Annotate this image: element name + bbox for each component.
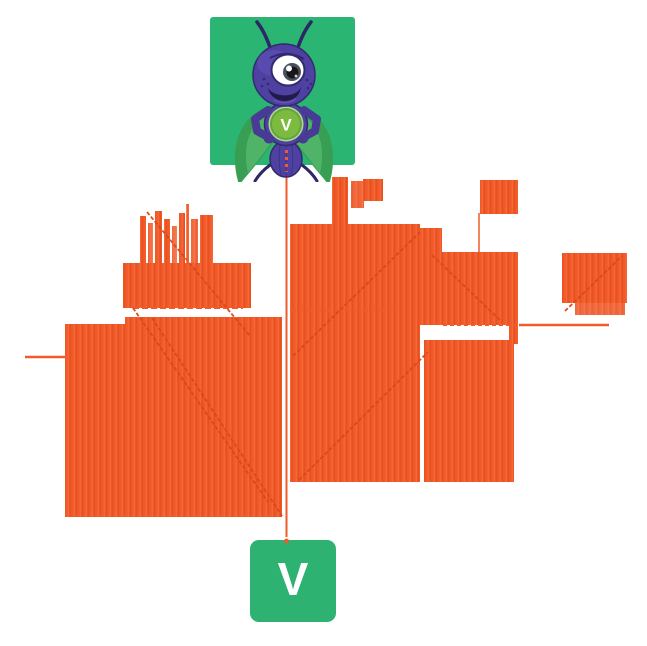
mascot-head — [252, 43, 316, 107]
mascot-logo[interactable]: V — [210, 17, 355, 182]
mascot-mouth — [268, 87, 301, 102]
glitch-diagonal — [298, 351, 429, 481]
glitch-bar — [363, 179, 383, 201]
glitch-diagonal — [431, 254, 503, 323]
badge-letter: V — [280, 116, 292, 135]
mascot-freckles — [260, 77, 313, 90]
glitch-bar — [351, 181, 364, 208]
glitch-bar — [200, 215, 213, 270]
glitch-bar — [575, 300, 625, 315]
v-tile[interactable]: V — [250, 540, 336, 622]
mascot-badge: V — [268, 106, 304, 142]
glitch-diagonal — [146, 211, 251, 337]
glitch-bar — [140, 216, 146, 266]
glitch-bar — [332, 177, 348, 224]
glitch-bar — [509, 290, 518, 344]
glitch-diagonal — [564, 255, 623, 312]
glitch-bar — [191, 219, 198, 269]
glitch-bar — [125, 317, 282, 517]
glitch-diagonal — [292, 231, 421, 357]
glitch-bar — [480, 180, 518, 214]
mascot-torso: V — [251, 101, 321, 147]
glitch-bar — [420, 228, 442, 252]
glitch-bar — [123, 263, 251, 308]
glitch-diagonal — [132, 307, 269, 503]
glitch-diagonal — [151, 317, 283, 517]
glitch-bar — [187, 204, 189, 268]
v-tile-letter: V — [277, 553, 309, 605]
glitch-bar — [155, 211, 162, 268]
glitch-bar — [420, 252, 518, 325]
glitch-bar — [562, 253, 627, 303]
glitch-bar — [164, 219, 170, 269]
mascot-eye — [270, 53, 306, 87]
glitch-bar — [290, 224, 420, 482]
glitch-bar — [179, 213, 185, 269]
glitch-bar — [65, 324, 127, 517]
glitch-bar — [424, 340, 514, 482]
glitch-bar — [172, 226, 177, 269]
glitch-bar — [148, 223, 153, 267]
